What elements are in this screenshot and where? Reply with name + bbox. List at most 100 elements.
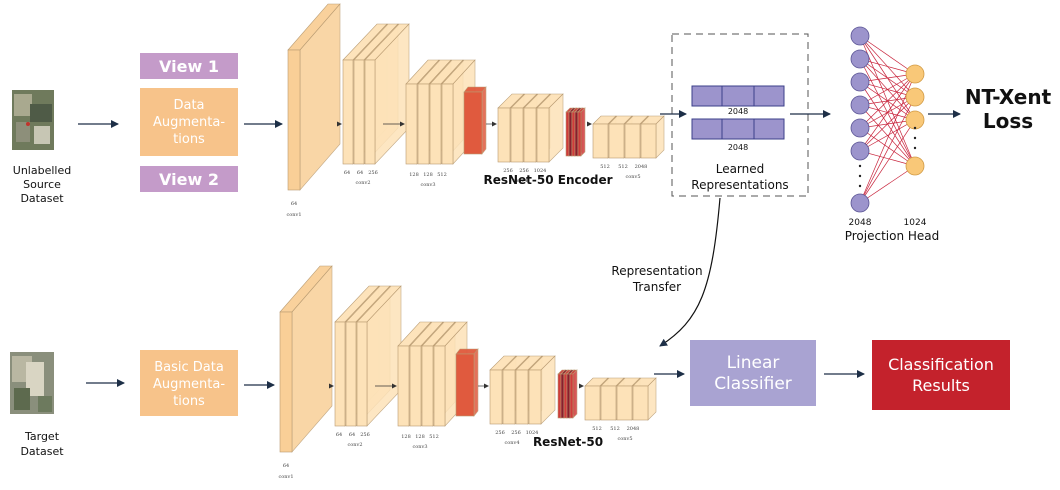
conv4-dim: 256 xyxy=(511,430,521,436)
classifier-label-2: Classifier xyxy=(714,374,792,394)
ellipsis-dot xyxy=(913,136,917,140)
rep-dim-1: 2048 xyxy=(728,107,748,116)
projection-edge xyxy=(859,96,916,152)
conv3-red-slab xyxy=(455,348,479,417)
projection-head xyxy=(850,26,925,213)
results-label-2: Results xyxy=(912,376,970,395)
conv4-label: conv4 xyxy=(512,178,527,184)
ellipsis-dot xyxy=(858,174,862,178)
output-node xyxy=(905,156,925,176)
target-label-2: Dataset xyxy=(20,445,64,458)
conv2-dim: 64 xyxy=(357,170,363,176)
projection-edge xyxy=(859,73,916,152)
conv5-slab xyxy=(632,377,657,421)
conv3-label: conv3 xyxy=(420,182,435,188)
view2-box xyxy=(140,166,238,192)
conv5-label: conv5 xyxy=(617,436,632,442)
aug-label-1: Data xyxy=(173,98,204,113)
loss-label-2: Loss xyxy=(983,109,1033,133)
conv1-slab xyxy=(279,265,333,453)
conv2-dim: 64 xyxy=(349,432,355,438)
projection-edge xyxy=(859,58,916,75)
results-label-1: Classification xyxy=(888,355,994,374)
classification-results-box xyxy=(872,340,1010,410)
proj-out-dim: 1024 xyxy=(904,218,927,228)
conv4-dim: 256 xyxy=(495,430,505,436)
input-node xyxy=(850,118,870,138)
conv2-dim: 256 xyxy=(360,432,370,438)
conv1-dim: 64 xyxy=(291,201,297,207)
conv4-red-slab xyxy=(577,107,586,157)
conv2-dim: 64 xyxy=(336,432,342,438)
basic-aug-label-3: tions xyxy=(173,394,205,409)
basic-augmentations-box xyxy=(140,350,238,416)
projection-edge xyxy=(859,150,916,167)
rep-label-1: Learned xyxy=(716,162,765,176)
conv2-dim: 256 xyxy=(368,170,378,176)
conv3-dim: 128 xyxy=(415,434,425,440)
conv3-dim: 128 xyxy=(423,172,433,178)
conv3-dim: 512 xyxy=(437,172,447,178)
basic-aug-label-2: Augmenta- xyxy=(153,377,225,392)
output-node xyxy=(905,64,925,84)
conv4-dim: 1024 xyxy=(526,430,539,436)
target-image xyxy=(10,352,54,414)
conv5-label: conv5 xyxy=(625,174,640,180)
projection-edge xyxy=(859,73,916,106)
conv3-dim: 128 xyxy=(401,434,411,440)
input-node xyxy=(850,193,870,213)
projection-edge xyxy=(859,73,916,129)
data-augmentations-box xyxy=(140,88,238,156)
ellipsis-dot xyxy=(858,184,862,188)
learned-representations-box xyxy=(671,33,809,197)
conv4-label: conv4 xyxy=(504,440,519,446)
conv2-label: conv2 xyxy=(347,442,362,448)
conv3-red-slab xyxy=(463,86,487,155)
projection-edge xyxy=(859,35,916,75)
input-node xyxy=(850,141,870,161)
conv5-dim: 512 xyxy=(618,164,628,170)
view1-box xyxy=(140,53,238,79)
input-node xyxy=(850,26,870,46)
projection-head-label: Projection Head xyxy=(845,229,940,243)
input-node xyxy=(850,95,870,115)
projection-edge xyxy=(859,119,916,204)
target-label-1: Target xyxy=(24,430,60,443)
conv2-dim: 64 xyxy=(344,170,350,176)
projection-edge xyxy=(859,96,916,204)
output-node xyxy=(905,110,925,130)
conv1-label: conv1 xyxy=(286,212,301,218)
backbone-label: ResNet-50 xyxy=(533,435,603,449)
projection-edge xyxy=(859,165,916,204)
conv4-slab xyxy=(528,355,556,425)
aug-label-3: tions xyxy=(173,132,205,147)
conv5-dim: 512 xyxy=(600,164,610,170)
conv5-slab xyxy=(640,115,665,159)
conv1-slab xyxy=(287,3,341,191)
representation-vector-1 xyxy=(691,85,785,107)
conv1-dim: 64 xyxy=(283,463,289,469)
proj-in-dim: 2048 xyxy=(849,218,872,228)
aug-label-2: Augmenta- xyxy=(153,115,225,130)
view1-label: View 1 xyxy=(159,57,219,76)
projection-edge xyxy=(859,127,916,167)
source-label-3: Dataset xyxy=(20,192,64,205)
basic-aug-label-1: Basic Data xyxy=(154,360,224,375)
source-label-2: Source xyxy=(23,178,61,191)
view2-label: View 2 xyxy=(159,170,219,189)
conv1-label: conv1 xyxy=(278,474,293,480)
conv4-red-slab xyxy=(569,369,578,419)
conv4-dim: 256 xyxy=(519,168,529,174)
encoder-label: ResNet-50 Encoder xyxy=(483,173,612,187)
projection-edge xyxy=(859,119,916,152)
ellipsis-dot xyxy=(913,146,917,150)
conv3-dim: 128 xyxy=(409,172,419,178)
transfer-label-1: Representation xyxy=(611,264,702,278)
linear-classifier-box xyxy=(690,340,816,406)
conv2-slab xyxy=(356,285,402,427)
loss-label-1: NT-Xent xyxy=(965,85,1052,109)
